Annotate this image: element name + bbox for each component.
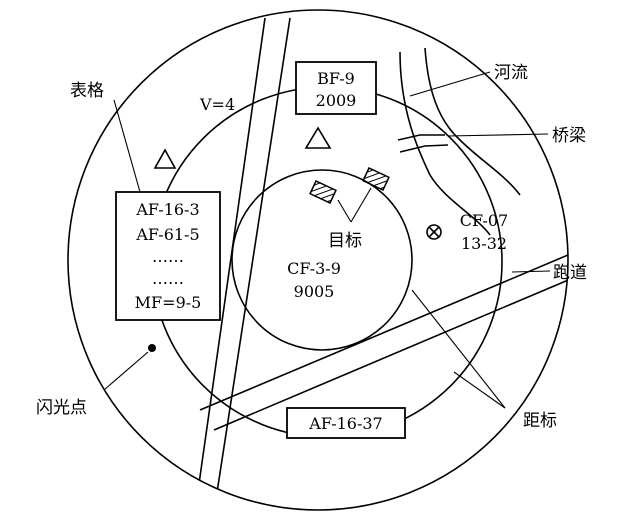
range-mark-callout: 距标 [523,411,557,431]
range-mark-leader-line [411,289,506,409]
table-row: MF=9-5 [135,293,202,312]
river-bank-left [399,51,491,236]
bridge-callout: 桥梁 [552,126,586,146]
table-row: …… [152,269,184,288]
bridge-leader-line [447,133,549,137]
flash-point-callout: 闪光点 [36,398,87,418]
af-16-37-box [286,407,406,439]
runway-edge-upper [199,249,568,411]
bf-9-box [295,61,377,115]
target-leader-line [337,199,352,223]
outer-range-ring [67,9,569,511]
cf-07-label: CF-07 [460,211,508,230]
table-row: AF-16-3 [135,200,199,219]
table-row: AF-61-5 [135,225,199,244]
runway-edge-lower [213,274,568,431]
flash-point-leader-line [103,351,149,391]
table-row: …… [152,247,184,266]
river-bank-right [424,47,521,196]
cf-3-9-value: 9005 [294,282,335,301]
triangle-marker-icon [304,126,332,149]
cf-07-value: 13-32 [461,234,507,253]
bf-9-value: 2009 [316,91,357,110]
runway-leader-line [511,270,551,273]
af-16-37-label: AF-16-37 [308,414,382,433]
crossed-circle-icon [426,224,442,240]
triangle-marker-icon [153,148,177,169]
runway-callout: 跑道 [553,263,587,283]
table-callout: 表格 [70,81,104,101]
bridge-line-2 [399,144,449,153]
dot-icon [148,344,156,352]
road-line-right [213,17,291,510]
river-leader-line [409,71,491,97]
inner-range-ring [231,169,413,351]
terrain-features [194,17,568,510]
bridge-line-1 [397,134,445,141]
hatched-rectangle-icon [309,180,337,204]
table-box [115,191,221,321]
table-leader-line [113,99,141,193]
target-leader-line [350,187,372,223]
hatched-rectangle-icon [362,167,390,191]
range-mark-leader-line [453,371,506,409]
river-callout: 河流 [494,63,528,83]
target-callout: 目标 [328,231,362,251]
speed-label: V=4 [199,95,235,114]
road-line-left [194,17,266,510]
bf-9-label: BF-9 [317,69,355,88]
cf-3-9-label: CF-3-9 [287,259,341,278]
